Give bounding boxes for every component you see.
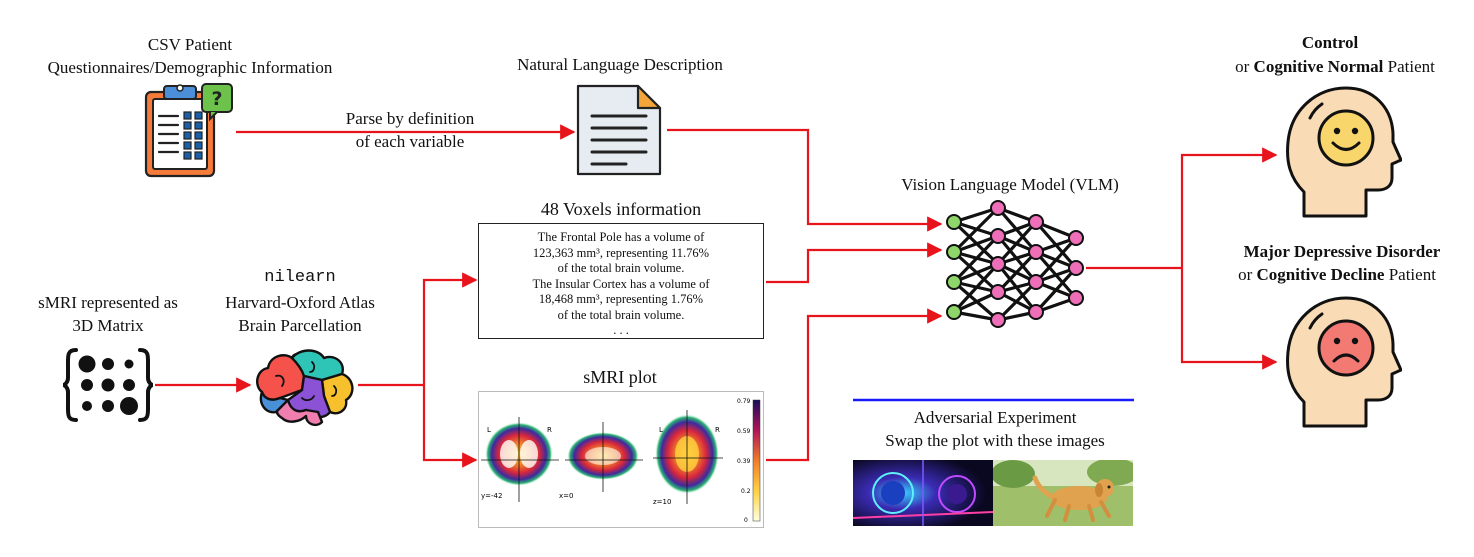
parse-label-line2: of each variable — [355, 132, 465, 151]
colorbar-tick: 0.2 — [741, 488, 751, 495]
voxel-line: 123,363 mm³, representing 11.76% — [532, 245, 710, 260]
colorbar-tick: 0.79 — [737, 398, 751, 405]
brain-slices-plot: L R y=-42 x=0 L R z=10 0.79 0.59 0.39 0.… — [481, 398, 761, 524]
document-icon — [576, 84, 662, 176]
mdd-label: Major Depressive Disorder — [1243, 242, 1441, 261]
happy-head-icon — [1286, 86, 1402, 218]
parse-label-line1: Parse by definition — [345, 109, 475, 128]
arrow-plot-to-vlm — [766, 308, 943, 462]
plot-L-label-1: L — [487, 426, 491, 434]
cognitive-decline-label: or Cognitive Decline Patient — [1238, 265, 1436, 284]
colorbar — [752, 399, 761, 522]
voxels-text-box: The Frontal Pole has a volume of 123,363… — [478, 223, 764, 339]
colorbar-tick: 0.39 — [737, 458, 751, 465]
plot-R-label-1: R — [547, 426, 552, 434]
arrow-to-plot — [422, 385, 478, 468]
matrix-icon — [62, 348, 154, 422]
arrow-to-voxels — [422, 272, 478, 385]
voxel-line: The Insular Cortex has a volume of — [532, 276, 710, 291]
colorbar-tick: 0.59 — [737, 428, 751, 435]
csv-title-line2: Questionnaires/Demographic Information — [47, 58, 333, 77]
neural-network-icon — [946, 200, 1084, 328]
adversarial-subtitle: Swap the plot with these images — [885, 431, 1105, 450]
vlm-title: Vision Language Model (VLM) — [901, 175, 1119, 194]
parcellation-label: Brain Parcellation — [238, 316, 362, 335]
smri-plot-title: sMRI plot — [583, 367, 657, 387]
voxels-title: 48 Voxels information — [540, 199, 702, 219]
arrow-voxels-to-vlm — [766, 242, 943, 284]
voxel-line: of the total brain volume. — [557, 261, 685, 275]
plot-L-label-2: L — [659, 426, 663, 434]
smri-plot-panel: L R y=-42 x=0 L R z=10 0.79 0.59 0.39 0.… — [478, 391, 764, 528]
voxel-line: The Frontal Pole has a volume of — [537, 230, 705, 244]
atlas-label: Harvard-Oxford Atlas — [225, 293, 375, 312]
nl-description-title: Natural Language Description — [517, 55, 723, 74]
smri-label-line2: 3D Matrix — [72, 316, 144, 335]
brain-icon — [256, 349, 354, 427]
voxel-line: . . . — [613, 323, 629, 337]
csv-title-line1: CSV Patient — [147, 35, 233, 54]
adversarial-neon-image — [853, 460, 993, 526]
nilearn-label: nilearn — [264, 268, 336, 287]
arrow-to-decline — [1180, 268, 1278, 370]
arrow-to-control — [1180, 147, 1278, 268]
colorbar-tick: 0 — [744, 517, 748, 524]
clipboard-icon: ? — [144, 83, 233, 178]
coord-x-label: x=0 — [559, 492, 573, 500]
voxel-line: of the total brain volume. — [557, 307, 685, 322]
control-label: Control — [1301, 33, 1359, 52]
coord-y-label: y=-42 — [481, 492, 502, 500]
voxel-line: 18,468 mm³, representing 1.76% — [538, 292, 704, 306]
coord-z-label: z=10 — [653, 498, 671, 506]
smri-label-line1: sMRI represented as — [38, 293, 178, 312]
plot-R-label-2: R — [715, 426, 720, 434]
cognitive-normal-label: or Cognitive Normal Patient — [1235, 57, 1435, 76]
adversarial-title: Adversarial Experiment — [913, 408, 1077, 427]
arrow-description-to-vlm — [667, 128, 943, 232]
sad-head-icon — [1286, 296, 1402, 428]
adversarial-dog-image — [993, 460, 1133, 526]
svg-text:?: ? — [211, 88, 222, 110]
